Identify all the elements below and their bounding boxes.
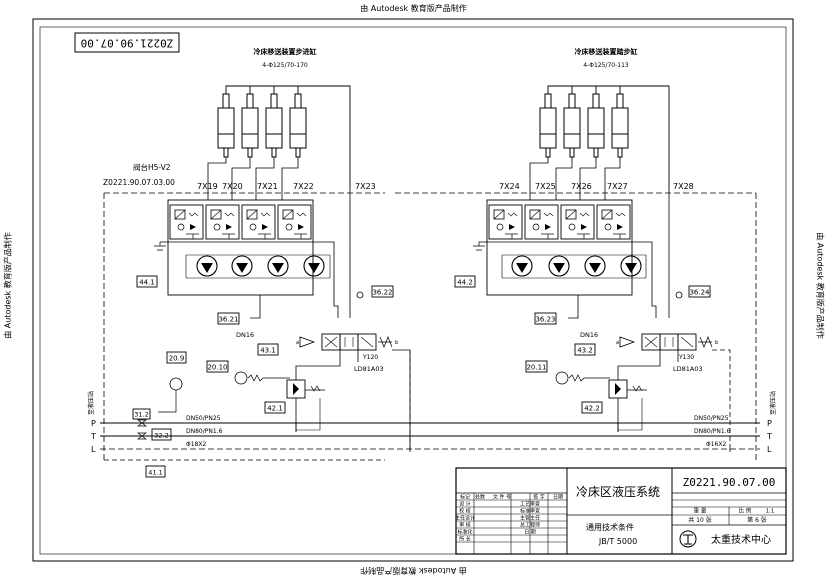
scale-value: 1:1 <box>766 509 775 515</box>
box-41-1: 41.1 <box>148 469 162 477</box>
role-supervisor: 主管主任 <box>520 515 540 522</box>
l-spec-left: Φ18X2 <box>186 441 206 448</box>
p-spec-left: DN50/PN25 <box>186 415 221 422</box>
line-p-right: P <box>767 419 772 428</box>
left-box-pilot: 36.21 <box>218 316 238 324</box>
left-port-7x23: 7X23 <box>355 182 376 191</box>
role-chief-design: 主任设计 <box>455 515 475 522</box>
left-port-7x20: 7X20 <box>222 182 243 191</box>
weight-label: 重 量 <box>694 507 707 515</box>
t-spec-left: DN80/PN1.6 <box>186 428 223 435</box>
left-cylinder-spec: 4-Φ125/70-170 <box>262 62 308 69</box>
box-32-2: 32.2 <box>154 432 168 440</box>
l-spec-right: Φ16X2 <box>706 441 726 448</box>
line-t-right: T <box>766 432 772 441</box>
left-valve-dn: DN16 <box>236 331 254 339</box>
left-to-station-label: 至液压站 <box>87 391 95 415</box>
role-design: 设 计 <box>459 501 471 508</box>
left-solenoid-b: b <box>395 340 398 346</box>
right-port-7x26: 7X26 <box>571 182 592 191</box>
left-box-20-9: 20.9 <box>169 355 185 363</box>
title-block: 标记 处数 文 件 号 签 字 日期 设 计 校 核 主任设计 审 核 标准化 … <box>455 467 787 555</box>
right-valve-dn: DN16 <box>580 331 598 339</box>
supply-lines: P T L P T L 至液压站 至液压站 DN50/PN25 DN80/PN1… <box>87 391 777 478</box>
left-valve-model: LD81A03 <box>354 365 384 373</box>
right-cylinder-2 <box>563 93 581 158</box>
standard-line-2: JB/T 5000 <box>598 537 637 546</box>
right-port-7x27: 7X27 <box>607 182 628 191</box>
right-cylinder-3 <box>587 93 605 158</box>
line-l-left: L <box>91 445 96 454</box>
right-cylinder-title: 冷床移送装置踏步缸 <box>575 47 638 56</box>
role-process-review: 工艺审查 <box>520 501 540 508</box>
rev-header-doc: 文 件 号 <box>493 494 511 501</box>
left-cylinder-1 <box>217 93 235 158</box>
right-valve-model: LD81A03 <box>673 365 703 373</box>
right-box-pilot: 36.23 <box>535 316 555 324</box>
p-spec-right: DN50/PN25 <box>694 415 729 422</box>
role-date: 日 期 <box>524 530 536 536</box>
right-box-gauge: 36.24 <box>689 289 710 297</box>
left-cylinder-4 <box>289 93 307 158</box>
rev-header-mark: 标记 <box>460 494 470 501</box>
role-chief-engineer: 总工程师 <box>520 522 540 529</box>
left-cylinder-2 <box>241 93 259 158</box>
right-port-7x25: 7X25 <box>535 182 556 191</box>
sheet-total: 共 10 张 <box>688 516 711 524</box>
line-t-left: T <box>90 432 96 441</box>
left-box-20-10: 20.10 <box>207 364 227 372</box>
left-cylinder-title: 冷床移送装置步进缸 <box>254 47 317 56</box>
left-box-gauge: 36.22 <box>372 289 392 297</box>
left-port-7x19: 7X19 <box>197 182 218 191</box>
role-standard: 标准化 <box>457 529 472 536</box>
left-solenoid-a: a <box>296 340 299 346</box>
left-valve-id: Y120 <box>362 354 378 361</box>
right-box-reducer: 42.2 <box>584 405 600 413</box>
right-circuit: 冷床移送装置踏步缸 4-Φ125/70-113 7X24 7X25 7X26 7… <box>395 47 757 460</box>
right-port-7x24: 7X24 <box>499 182 520 191</box>
left-port-7x21: 7X21 <box>257 182 278 191</box>
t-spec-right: DN80/PN1.6 <box>694 428 731 435</box>
right-port-7x28: 7X28 <box>673 182 694 191</box>
line-p-left: P <box>91 419 96 428</box>
role-standard-review: 标准审查 <box>520 508 540 515</box>
right-solenoid-b: b <box>715 340 718 346</box>
box-31-2: 31.2 <box>134 411 148 419</box>
left-cylinder-3 <box>265 93 283 158</box>
left-box-main: 44.1 <box>139 279 155 287</box>
rotated-drawing-code: Z0221.90.07.00 <box>81 37 174 50</box>
right-box-20-11: 20.11 <box>526 364 546 372</box>
right-to-station-label: 至液压站 <box>769 391 777 415</box>
right-solenoid-a: a <box>616 340 619 346</box>
right-cylinder-4 <box>611 93 629 158</box>
role-check: 校 核 <box>459 508 471 515</box>
role-director: 所 长 <box>459 536 471 543</box>
left-box-valve: 43.1 <box>260 347 276 355</box>
left-valve-label: 阀台H5-V2 <box>133 162 171 172</box>
left-valve-code: Z0221.90.07.03.00 <box>103 178 175 187</box>
watermark-top: 由 Autodesk 教育版产品制作 <box>360 4 467 13</box>
right-box-valve: 43.2 <box>577 347 593 355</box>
rev-header-count: 处数 <box>475 494 485 501</box>
right-box-main: 44.2 <box>457 279 473 287</box>
scale-label: 比 例 <box>739 507 752 515</box>
drawing-title: 冷床区液压系统 <box>576 484 660 499</box>
rev-header-sign: 签 字 <box>533 494 545 501</box>
rotated-code-box: Z0221.90.07.00 <box>74 32 180 53</box>
drawing-number: Z0221.90.07.00 <box>683 476 776 489</box>
right-cylinder-1 <box>539 93 557 158</box>
standard-line-1: 通用技术条件 <box>586 522 634 532</box>
left-port-7x22: 7X22 <box>293 182 314 191</box>
company-name: 太重技术中心 <box>711 533 771 546</box>
right-cylinder-spec: 4-Φ125/70-113 <box>583 62 629 69</box>
sheet-no: 第 6 张 <box>747 516 767 524</box>
left-box-reducer: 42.1 <box>267 405 283 413</box>
role-review: 审 核 <box>459 522 471 529</box>
line-l-right: L <box>767 445 772 454</box>
rev-header-date: 日期 <box>553 495 563 501</box>
right-valve-id: Y130 <box>678 354 694 361</box>
company-logo <box>679 530 697 548</box>
left-circuit: 冷床移送装置步进缸 4-Φ125/70-170 阀台H5-V2 Z0221.90… <box>103 47 411 460</box>
